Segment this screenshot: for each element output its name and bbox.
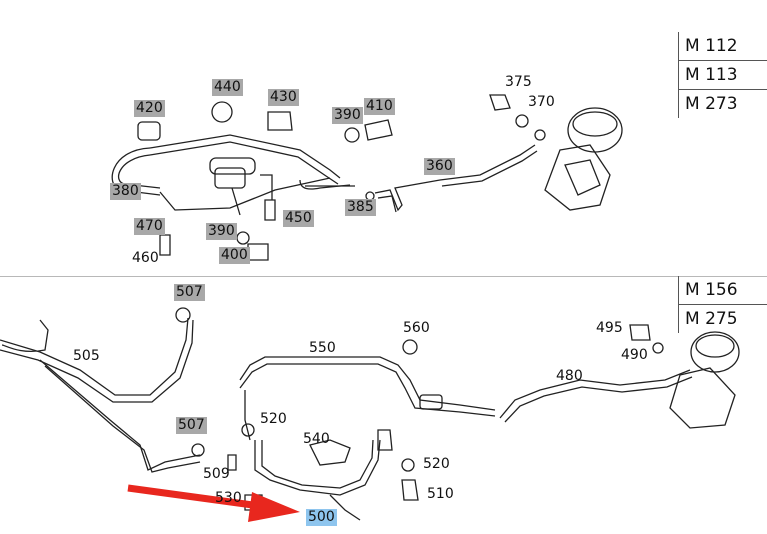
engine-code: M 156 <box>679 276 767 305</box>
part-label-495[interactable]: 495 <box>596 320 623 336</box>
part-label-430[interactable]: 430 <box>268 89 299 106</box>
part-label-520[interactable]: 520 <box>423 456 450 472</box>
part-label-560[interactable]: 560 <box>403 320 430 336</box>
top-hose-assembly <box>111 134 355 216</box>
part-label-509[interactable]: 509 <box>203 466 230 482</box>
part-label-380[interactable]: 380 <box>110 183 141 200</box>
part-label-530[interactable]: 530 <box>215 490 242 506</box>
part-label-470[interactable]: 470 <box>134 218 165 235</box>
part-label-510[interactable]: 510 <box>427 486 454 502</box>
part-label-370[interactable]: 370 <box>528 94 555 110</box>
part-label-505[interactable]: 505 <box>73 348 100 364</box>
part-label-360[interactable]: 360 <box>424 158 455 175</box>
part-label-507[interactable]: 507 <box>174 284 205 301</box>
top-line-360 <box>374 144 538 213</box>
part-label-385[interactable]: 385 <box>345 199 376 216</box>
line-480 <box>499 369 693 423</box>
section-divider <box>0 276 767 277</box>
part-label-550[interactable]: 550 <box>309 340 336 356</box>
part-label-390[interactable]: 390 <box>332 107 363 124</box>
line-505 <box>0 307 205 473</box>
line-500 <box>227 423 419 521</box>
engine-code: M 275 <box>685 309 738 329</box>
part-label-540[interactable]: 540 <box>303 431 330 447</box>
part-label-490[interactable]: 490 <box>621 347 648 363</box>
part-label-440[interactable]: 440 <box>212 79 243 96</box>
engine-list-top: M 112 M 113 M 273 <box>678 32 767 118</box>
part-label-450[interactable]: 450 <box>283 210 314 227</box>
part-label-520[interactable]: 520 <box>260 411 287 427</box>
engine-code: M 112 <box>679 32 767 61</box>
part-label-460[interactable]: 460 <box>132 250 159 266</box>
bottom-pump <box>629 324 740 429</box>
highlight-arrow <box>127 484 300 522</box>
line-550 <box>239 339 496 441</box>
engine-list-bottom: M 156 M 275 <box>678 276 767 333</box>
top-pump <box>534 107 623 211</box>
part-label-507[interactable]: 507 <box>176 417 207 434</box>
engine-code: M 273 <box>685 94 738 114</box>
part-label-410[interactable]: 410 <box>364 98 395 115</box>
part-label-500-selected[interactable]: 500 <box>306 509 337 526</box>
part-label-480[interactable]: 480 <box>556 368 583 384</box>
engine-code: M 113 <box>679 61 767 90</box>
part-label-390[interactable]: 390 <box>206 223 237 240</box>
part-label-420[interactable]: 420 <box>134 100 165 117</box>
part-label-375[interactable]: 375 <box>505 74 532 90</box>
part-label-400[interactable]: 400 <box>219 247 250 264</box>
